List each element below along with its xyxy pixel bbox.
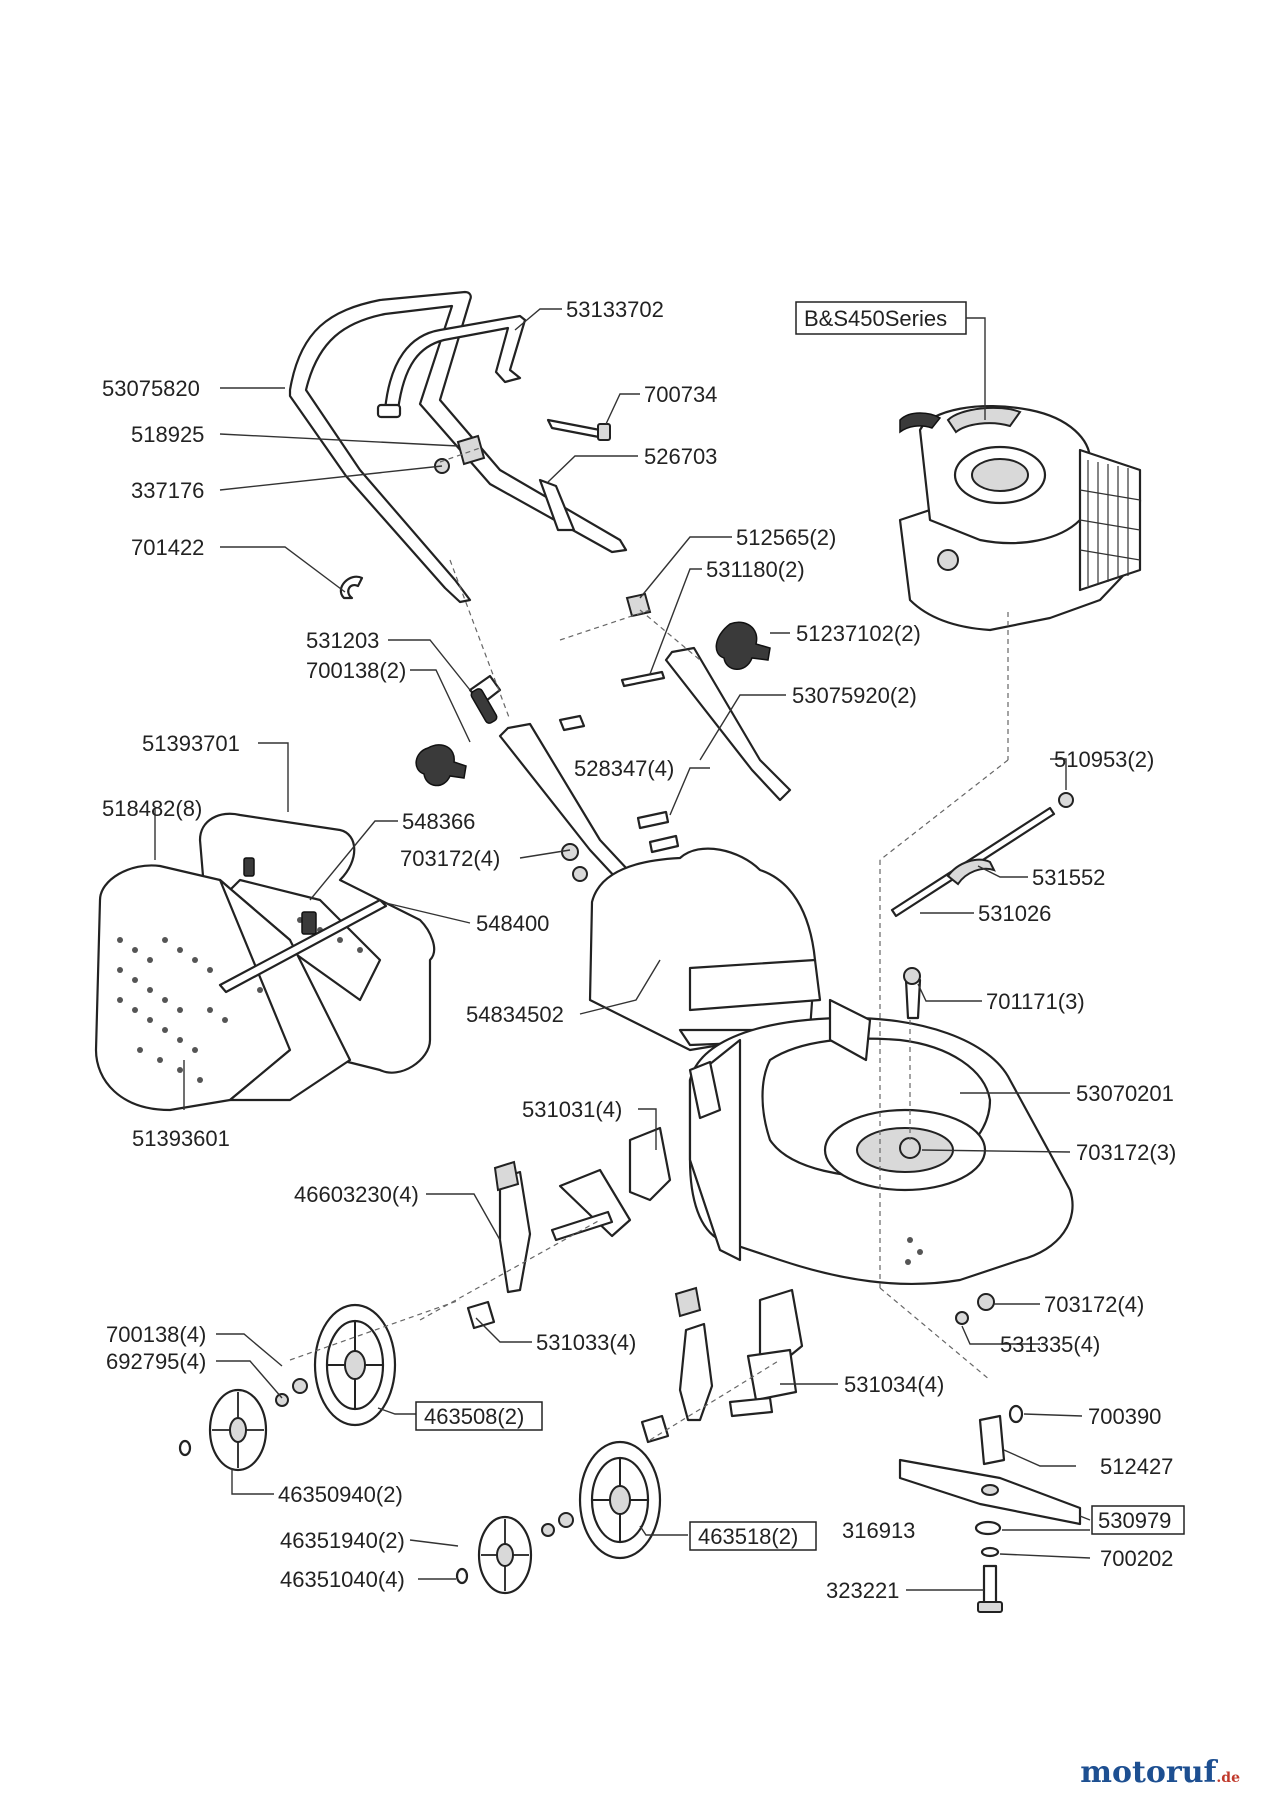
blade-assembly [898, 1404, 1082, 1613]
assembly-dashed-lines [289, 447, 1009, 1441]
blade-530979-box [1091, 1505, 1185, 1535]
discharge-flap [588, 847, 822, 1052]
label-337176: 337176 [131, 478, 204, 503]
label-512565: 512565(2) [736, 525, 836, 550]
engine [898, 404, 1142, 632]
label-548400: 548400 [476, 911, 549, 936]
lower-handle-part [288, 290, 628, 604]
front-hubcap [455, 1515, 533, 1595]
rear-flap-rod [890, 792, 1074, 918]
knob-hardware [415, 592, 771, 787]
label-53075920: 53075920(2) [792, 683, 917, 708]
wheel-bolts [466, 1300, 670, 1444]
label-518925: 518925 [131, 422, 204, 447]
label-703172-3: 703172(3) [1076, 1140, 1176, 1165]
label-512427: 512427 [1100, 1454, 1173, 1479]
wheel-463518-box [689, 1521, 817, 1551]
rear-wheel [275, 1303, 397, 1427]
label-463518: 463518(2) [698, 1524, 798, 1549]
label-531203: 531203 [306, 628, 379, 653]
label-526703: 526703 [644, 444, 717, 469]
label-701422: 701422 [131, 535, 204, 560]
label-548366: 548366 [402, 809, 475, 834]
brand-name: motoruf [1080, 1755, 1217, 1790]
deck-bolts [899, 967, 995, 1325]
brand-tld: .de [1216, 1770, 1240, 1786]
label-700390: 700390 [1088, 1404, 1161, 1429]
label-700138-2: 700138(2) [306, 658, 406, 683]
label-51237102: 51237102(2) [796, 621, 921, 646]
mower-deck [688, 998, 1074, 1286]
label-531026: 531026 [978, 901, 1051, 926]
rear-hubcap [178, 1388, 268, 1472]
label-531034: 531034(4) [844, 1372, 944, 1397]
label-46350940: 46350940(2) [278, 1482, 403, 1507]
label-53070201: 53070201 [1076, 1081, 1174, 1106]
label-700138-4: 700138(4) [106, 1322, 206, 1347]
upper-handle-part [376, 314, 527, 419]
label-530979: 530979 [1098, 1508, 1171, 1533]
label-531335: 531335(4) [1000, 1332, 1100, 1357]
handle-hardware [339, 418, 611, 600]
label-316913: 316913 [842, 1518, 915, 1543]
label-53133702: 53133702 [566, 297, 664, 322]
part-labels: B&S450Series 53133702 53075820 700734 51… [102, 297, 1176, 1603]
label-510953: 510953(2) [1054, 747, 1154, 772]
label-46603230: 46603230(4) [294, 1182, 419, 1207]
label-463508: 463508(2) [424, 1404, 524, 1429]
front-wheel [541, 1440, 662, 1560]
label-53075820: 53075820 [102, 376, 200, 401]
label-54834502: 54834502 [466, 1002, 564, 1027]
label-518482: 518482(8) [102, 796, 202, 821]
label-692795: 692795(4) [106, 1349, 206, 1374]
label-531033: 531033(4) [536, 1330, 636, 1355]
label-703172-4b: 703172(4) [1044, 1292, 1144, 1317]
label-531031: 531031(4) [522, 1097, 622, 1122]
screws-528347 [558, 714, 680, 882]
label-531180: 531180(2) [706, 557, 805, 582]
brand-watermark: motoruf.de [1080, 1755, 1240, 1790]
label-531552: 531552 [1032, 865, 1105, 890]
label-51393701: 51393701 [142, 731, 240, 756]
handle-side-bars [468, 646, 792, 880]
label-700202: 700202 [1100, 1546, 1173, 1571]
label-46351940: 46351940(2) [280, 1528, 405, 1553]
grass-bag [94, 857, 388, 1112]
engine-series-box [795, 301, 967, 335]
wheel-463508-box [415, 1401, 543, 1431]
label-703172-4a: 703172(4) [400, 846, 500, 871]
leader-lines [154, 308, 1091, 1591]
label-engine-series: B&S450Series [804, 306, 947, 331]
label-700734: 700734 [644, 382, 717, 407]
label-51393601: 51393601 [132, 1126, 230, 1151]
height-adjust-levers [493, 1126, 804, 1422]
label-528347: 528347(4) [574, 756, 674, 781]
label-323221: 323221 [826, 1578, 899, 1603]
label-46351040: 46351040(4) [280, 1567, 405, 1592]
label-701171: 701171(3) [986, 989, 1085, 1014]
